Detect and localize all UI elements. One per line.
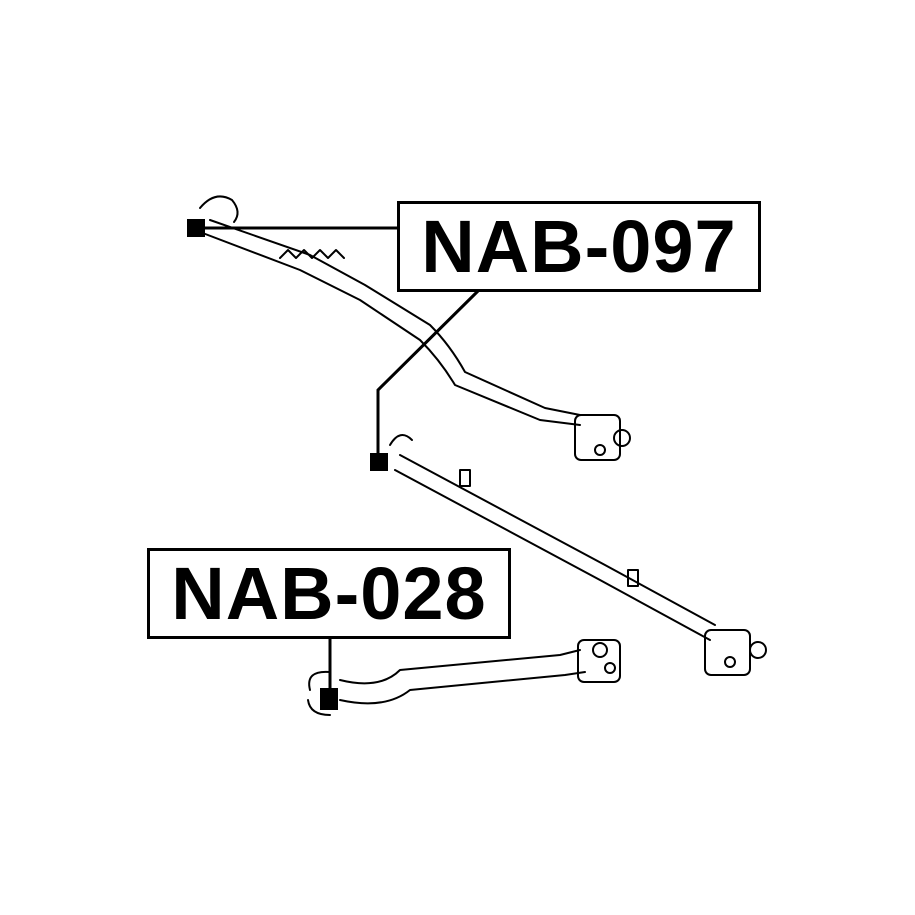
- part-number-text: NAB-028: [171, 552, 487, 635]
- part-label-nab-097: NAB-097: [397, 201, 761, 292]
- middle-lateral-arm: [389, 434, 767, 676]
- part-label-nab-028: NAB-028: [147, 548, 511, 639]
- bushing-marker-middle: [370, 453, 388, 471]
- leader-line-097-middle: [376, 289, 480, 455]
- upper-trailing-arm: [199, 195, 631, 461]
- bushing-marker-upper: [187, 219, 205, 237]
- bushing-marker-lower: [320, 688, 338, 710]
- part-number-text: NAB-097: [421, 205, 737, 288]
- lower-arm: [307, 639, 621, 716]
